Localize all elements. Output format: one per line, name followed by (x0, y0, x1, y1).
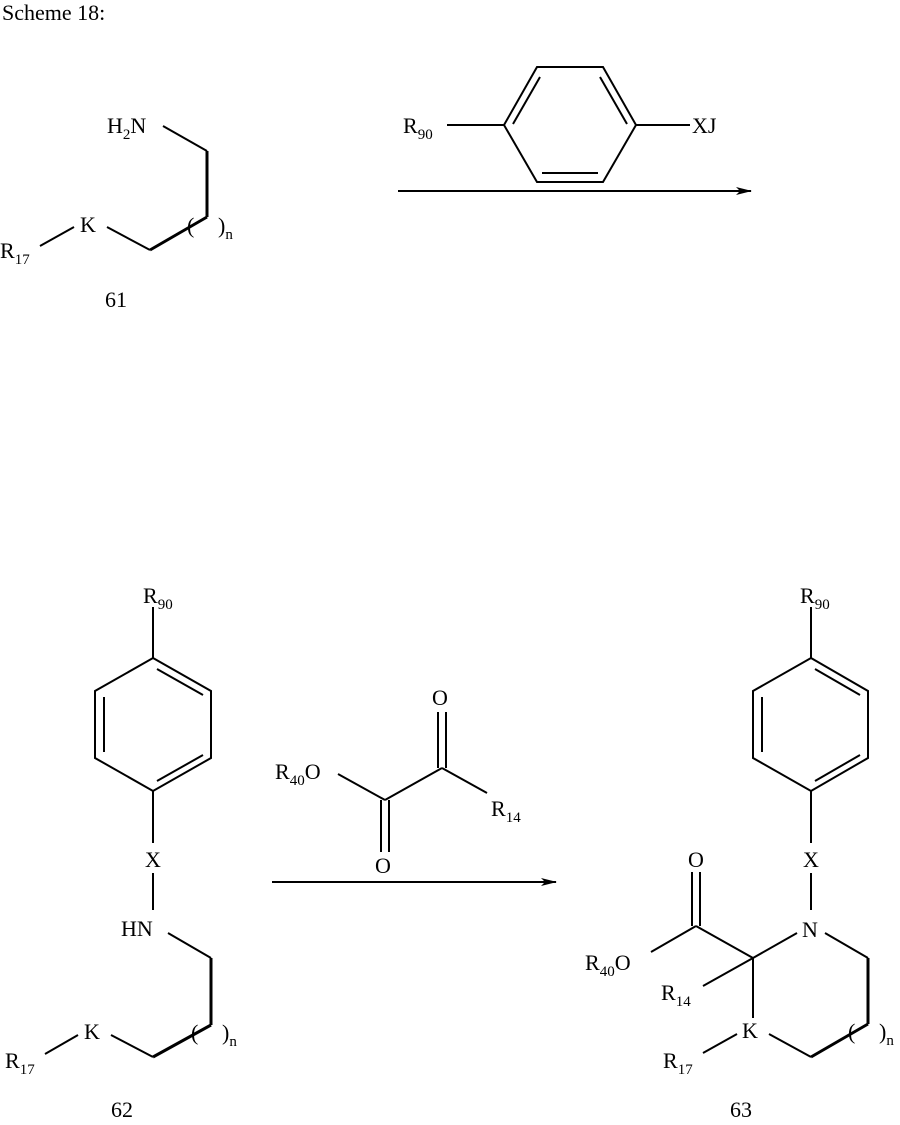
double-bond-inner (814, 754, 861, 782)
benzene-ring (752, 656, 869, 793)
ester-carbonyl-oxygen: O (375, 853, 391, 878)
compound-number: 62 (111, 1097, 133, 1122)
bond (337, 773, 386, 801)
double-bond-inner (599, 76, 628, 125)
bond (152, 1023, 212, 1059)
reagent-ketoester: R40O R14 O O (275, 685, 521, 878)
paren-close: )n (218, 213, 233, 243)
bond (702, 1033, 738, 1054)
double-bond-inner (156, 668, 204, 696)
k-atom: K (742, 1018, 758, 1043)
k-atom: K (84, 1019, 100, 1044)
bond (810, 1022, 869, 1059)
r40o-label: R40O (275, 759, 321, 789)
bond (824, 932, 869, 959)
bond (44, 1034, 79, 1055)
k-atom: K (80, 212, 96, 237)
amine-label: H2N (107, 113, 146, 143)
bond (149, 215, 208, 252)
r17-label: R17 (663, 1048, 693, 1078)
benzene-ring (502, 66, 638, 183)
xj-label: XJ (692, 113, 717, 138)
r90-label: R90 (143, 583, 173, 613)
compound-61: H2N ( )n K R17 61 (0, 113, 233, 312)
paren-close: )n (222, 1020, 237, 1050)
r90-label: R90 (403, 113, 433, 143)
double-bond-inner (814, 668, 861, 696)
double-bond-inner (156, 754, 204, 782)
paren-close: )n (879, 1019, 894, 1049)
r17-label: R17 (5, 1048, 35, 1078)
bond (39, 226, 75, 247)
hn-label: HN (121, 916, 153, 941)
bond (110, 1034, 154, 1058)
compound-number: 61 (105, 287, 127, 312)
bond (384, 767, 443, 801)
bond (768, 1033, 812, 1058)
n-atom: N (802, 917, 818, 942)
paren-open: ( (848, 1019, 855, 1044)
bond (441, 767, 488, 794)
benzene-ring (94, 656, 212, 793)
r90-label: R90 (800, 583, 830, 613)
x-linker: X (145, 847, 161, 872)
bond (162, 125, 208, 152)
double-bond-inner (512, 76, 541, 125)
bond (650, 925, 697, 953)
bond (695, 925, 754, 959)
scheme-title: Scheme 18: (2, 0, 106, 25)
ketone-oxygen: O (432, 685, 448, 710)
paren-open: ( (191, 1020, 198, 1045)
r14-label: R14 (491, 796, 521, 826)
bond (702, 957, 754, 987)
bond (752, 932, 798, 959)
r40o-label: R40O (585, 950, 631, 980)
reagent-aryl-xj: R90 XJ (403, 66, 717, 183)
compound-62: R90 X HN ( )n K R17 62 (5, 583, 237, 1122)
r17-label: R17 (0, 238, 30, 268)
r14-label: R14 (661, 980, 691, 1010)
compound-63: R90 X N ( )n K O R40O R14 R17 63 (585, 583, 894, 1122)
bond (106, 226, 151, 251)
bond (167, 932, 212, 959)
compound-number: 63 (730, 1097, 752, 1122)
paren-open: ( (187, 213, 194, 238)
x-linker: X (803, 847, 819, 872)
carbonyl-oxygen: O (688, 847, 704, 872)
